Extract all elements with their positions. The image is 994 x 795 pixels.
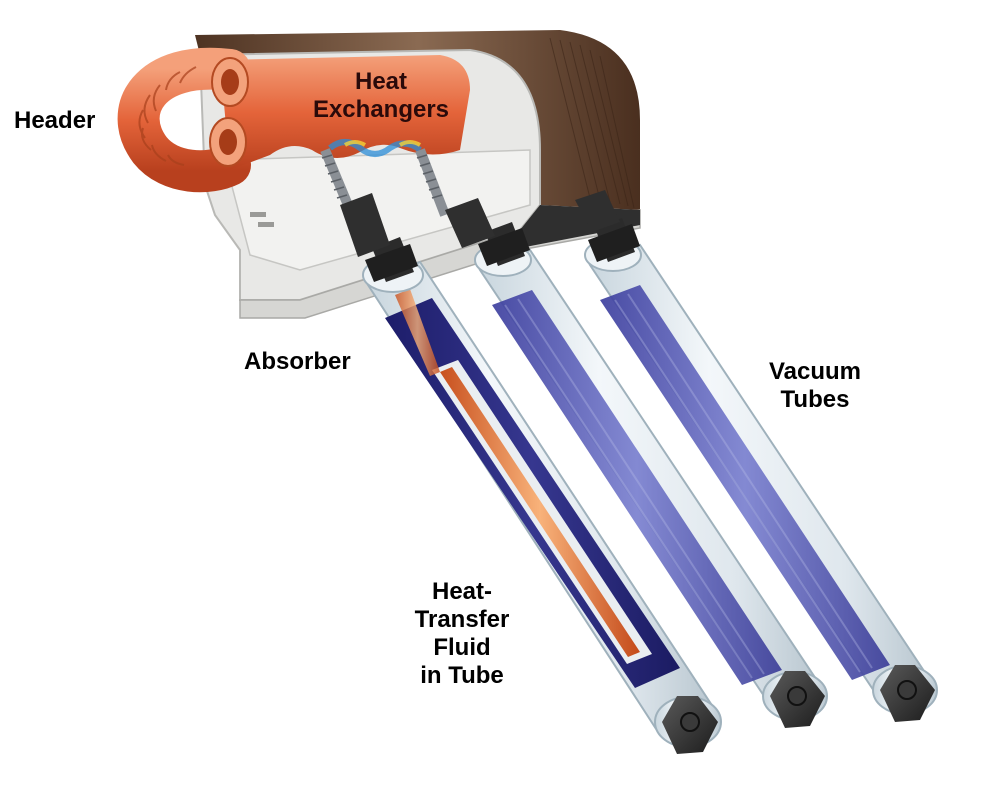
label-heat-transfer-fluid: Heat- Transfer Fluid in Tube bbox=[398, 578, 526, 690]
tube-end-cap-icon bbox=[872, 665, 938, 722]
vacuum-tube-1-cutaway bbox=[340, 193, 722, 754]
label-vacuum-tubes-line1: Vacuum bbox=[768, 358, 862, 385]
label-absorber: Absorber bbox=[244, 348, 351, 375]
label-heat-exchangers-line1: Heat bbox=[354, 68, 408, 95]
label-fluid-line2: Transfer bbox=[414, 606, 510, 633]
vacuum-tube-3 bbox=[575, 190, 938, 722]
label-header: Header bbox=[14, 107, 96, 134]
heat-pipe-stems bbox=[320, 148, 450, 217]
coiled-copper-pipe-icon bbox=[117, 47, 251, 193]
label-vacuum-tubes: Vacuum Tubes bbox=[760, 358, 870, 414]
label-heat-exchangers-line2: Exchangers bbox=[312, 96, 450, 123]
vacuum-tube-2 bbox=[445, 198, 828, 728]
label-heat-exchangers: Heat Exchangers bbox=[296, 68, 466, 124]
heat-exchangers bbox=[209, 55, 470, 170]
heat-transfer-fluid-tube bbox=[440, 367, 640, 657]
tube-end-cap-icon bbox=[654, 696, 722, 754]
label-vacuum-tubes-line2: Tubes bbox=[780, 386, 850, 413]
label-fluid-line1: Heat- bbox=[431, 578, 492, 605]
label-fluid-line3: Fluid bbox=[433, 634, 491, 661]
label-fluid-line4: in Tube bbox=[420, 662, 504, 689]
tube-end-cap-icon bbox=[762, 671, 828, 728]
